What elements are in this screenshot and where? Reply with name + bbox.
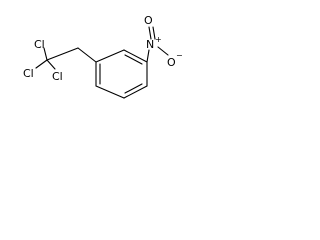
ring-bond-de (123, 85, 148, 99)
chemical-structure-diagram: Cl Cl Cl N + O O − (23, 14, 183, 99)
ring-bond-ef (95, 85, 125, 99)
atom-cl-top: Cl (34, 38, 45, 51)
charge-minus: − (176, 51, 183, 60)
structure-canvas: Cl Cl Cl N + O O − (0, 0, 199, 117)
ring-double-bc (124, 54, 143, 65)
charge-plus: + (155, 35, 162, 44)
atom-cl-bottom: Cl (52, 70, 63, 83)
atom-nitrogen: N (146, 38, 154, 51)
bond-c1-cl-left (35, 59, 48, 69)
ring-double-de (124, 83, 143, 94)
bond-n-o-right (157, 46, 169, 56)
ring-bond-ab (95, 49, 125, 63)
bond-ch2-ring (77, 47, 97, 63)
atom-cl-left: Cl (23, 67, 34, 80)
bond-n-o-top-1 (148, 26, 152, 40)
bond-c1-cl-bottom (46, 59, 56, 70)
bond-n-o-top-2 (152, 26, 156, 40)
ring-bond-bc (123, 49, 148, 63)
atom-oxygen-right: O (167, 56, 176, 69)
atom-oxygen-top: O (144, 14, 153, 27)
bond-c1-ch2 (46, 47, 79, 61)
bond-c1-cl-top (43, 47, 48, 61)
bond-ring-n (146, 49, 150, 63)
